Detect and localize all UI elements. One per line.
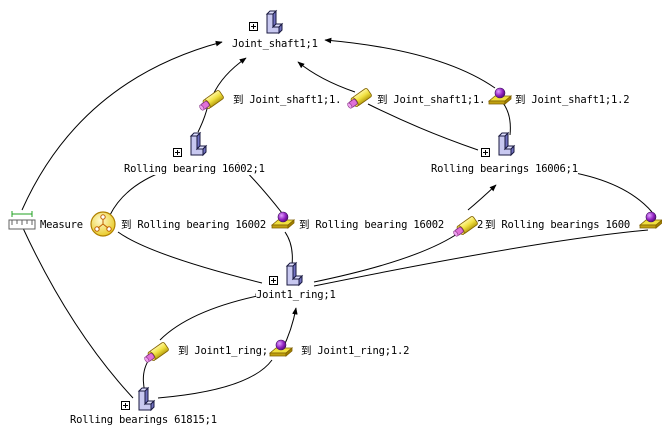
- joint-shaft-expand-toggle[interactable]: [249, 22, 258, 31]
- edge-rolling-61815-to-c9: [157, 359, 273, 399]
- rolling-61815-label[interactable]: Rolling bearings 61815;1: [70, 414, 217, 426]
- edge-measure-to-joint-shaft: [21, 40, 223, 211]
- constraint-label-3[interactable]: 到 Joint_shaft1;1.2: [515, 94, 630, 106]
- rolling-16002-expand-toggle[interactable]: [173, 148, 182, 157]
- cylindrical-constraint-icon-2[interactable]: [345, 87, 373, 112]
- rolling-16002-label[interactable]: Rolling bearing 16002;1: [124, 163, 265, 175]
- rolling-16006-expand-toggle[interactable]: [481, 148, 490, 157]
- rolling-16006-part-icon[interactable]: [498, 132, 515, 156]
- edge-rolling-61815-to-c8: [142, 357, 151, 393]
- joint-shaft-label[interactable]: Joint_shaft1;1: [232, 38, 318, 50]
- edge-joint-ring-to-c6: [313, 231, 461, 283]
- edge-joint-ring-to-measure: [117, 231, 263, 284]
- joint-ring-label[interactable]: Joint1_ring;1: [256, 289, 336, 301]
- constraint-label-6[interactable]: 2: [477, 219, 484, 231]
- rolling-16002-part-icon[interactable]: [190, 132, 207, 156]
- constraint-label-9[interactable]: 到 Joint1_ring;1.2: [301, 345, 410, 357]
- constraint-label-5[interactable]: 到 Rolling bearing 16002: [299, 219, 444, 231]
- rolling-61815-expand-toggle[interactable]: [121, 401, 130, 410]
- edge-measure-to-rolling-16002: [109, 169, 168, 216]
- point-on-plane-constraint-icon-9[interactable]: [269, 339, 293, 357]
- constraint-label-2[interactable]: 到 Joint_shaft1;1.: [377, 94, 486, 106]
- cylindrical-constraint-icon-8[interactable]: [142, 341, 170, 366]
- measure-ruler-icon[interactable]: [8, 211, 36, 230]
- cylindrical-constraint-icon-1[interactable]: [197, 89, 225, 114]
- edge-joint-ring-to-c7: [313, 229, 649, 287]
- edge-c1-to-joint-shaft: [212, 57, 247, 96]
- edge-rolling-16006-to-c2: [367, 103, 479, 151]
- constraint-label-1[interactable]: 到 Joint_shaft1;1.: [233, 94, 342, 106]
- measure-label[interactable]: Measure: [40, 219, 83, 231]
- point-on-plane-constraint-icon-7[interactable]: [639, 211, 662, 229]
- constraint-label-4[interactable]: 到 Rolling bearing 16002: [121, 219, 266, 231]
- edge-joint-ring-to-c5: [284, 231, 293, 266]
- edge-c2-to-joint-shaft: [297, 61, 356, 93]
- edge-c3-to-joint-shaft: [324, 37, 496, 89]
- point-on-plane-constraint-icon-5[interactable]: [271, 211, 295, 229]
- constraint-label-7[interactable]: 到 Rolling bearings 1600: [485, 219, 630, 231]
- edge-c8-to-joint-ring: [159, 293, 263, 341]
- rolling-61815-part-icon[interactable]: [138, 387, 155, 411]
- measure-constraint-icon[interactable]: [90, 211, 116, 237]
- point-on-plane-constraint-icon-3[interactable]: [488, 87, 512, 105]
- edge-c6-to-rolling-16006: [467, 184, 497, 211]
- edge-rolling-16006-to-c3: [502, 102, 511, 136]
- constraint-label-8[interactable]: 到 Joint1_ring;: [178, 345, 268, 357]
- cylindrical-constraint-icon-6[interactable]: [451, 215, 479, 240]
- joint-ring-part-icon[interactable]: [286, 262, 303, 286]
- joint-shaft-part-icon[interactable]: [266, 10, 283, 34]
- edges: [21, 37, 653, 399]
- joint-ring-expand-toggle[interactable]: [269, 276, 278, 285]
- edge-measure-to-rolling-61815: [21, 225, 134, 399]
- rolling-16006-label[interactable]: Rolling bearings 16006;1: [431, 163, 578, 175]
